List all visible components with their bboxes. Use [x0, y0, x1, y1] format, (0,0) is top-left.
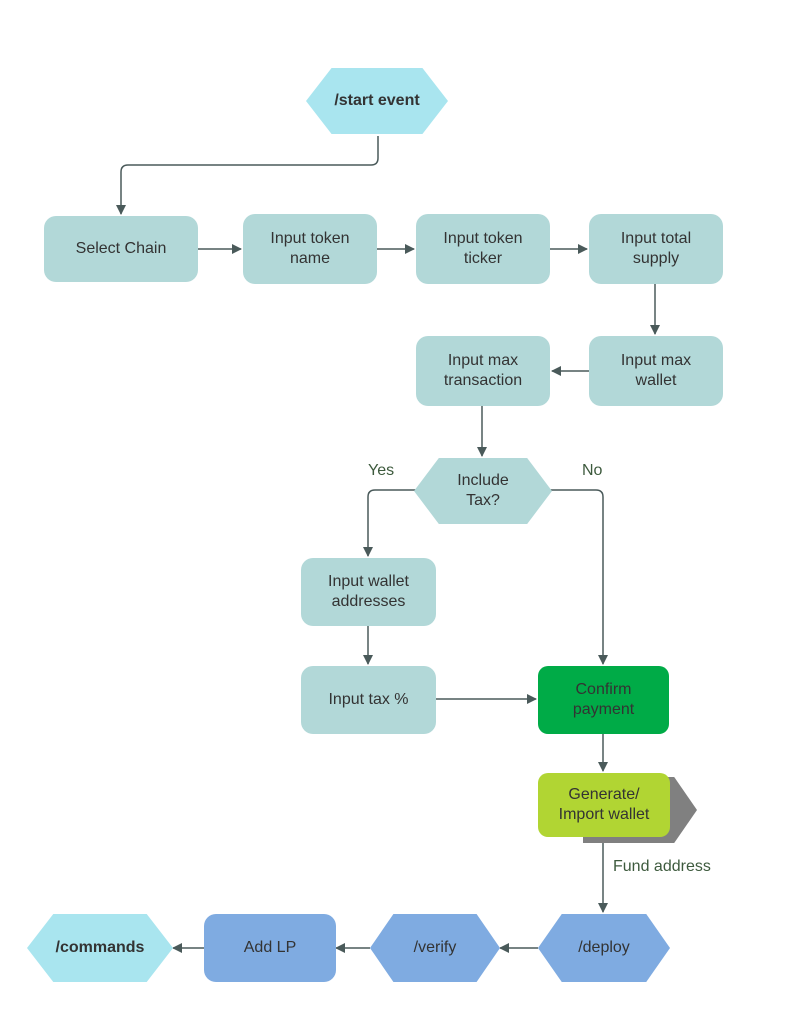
verify-command-node[interactable]: /verify: [370, 914, 500, 982]
input-wallet-addresses-node[interactable]: Input wallet addresses: [301, 558, 436, 626]
input-token-name-node[interactable]: Input token name: [243, 214, 377, 284]
start-event-node[interactable]: /start event: [306, 68, 448, 134]
edge-start-to-select-chain: [116, 136, 379, 215]
confirm-payment-node[interactable]: Confirm payment: [538, 666, 669, 734]
add-lp-node[interactable]: Add LP: [204, 914, 336, 982]
fund-address-label: Fund address: [613, 858, 711, 875]
edge-include-tax-no: [550, 489, 608, 665]
input-tax-percent-node[interactable]: Input tax %: [301, 666, 436, 734]
no-label: No: [582, 462, 603, 479]
input-total-supply-node[interactable]: Input total supply: [589, 214, 723, 284]
input-max-wallet-node[interactable]: Input max wallet: [589, 336, 723, 406]
input-max-transaction-node[interactable]: Input max transaction: [416, 336, 550, 406]
edge-include-tax-yes: [363, 489, 416, 557]
input-token-ticker-node[interactable]: Input token ticker: [416, 214, 550, 284]
commands-node[interactable]: /commands: [27, 914, 173, 982]
generate-import-wallet-node[interactable]: Generate/ Import wallet: [538, 773, 670, 837]
include-tax-decision[interactable]: Include Tax?: [414, 458, 552, 524]
select-chain-node[interactable]: Select Chain: [44, 216, 198, 282]
yes-label: Yes: [368, 462, 395, 479]
deploy-command-node[interactable]: /deploy: [538, 914, 670, 982]
